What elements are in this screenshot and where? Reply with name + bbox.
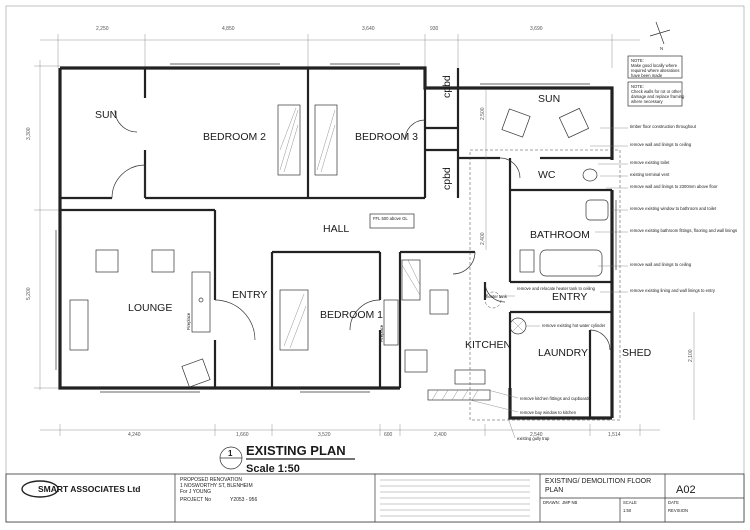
bottom-dimensions: 4,240 1,660 3,520 600 2,400 2,540 1,514	[40, 424, 660, 438]
furniture	[69, 104, 609, 401]
note2-line4: where necessary	[631, 99, 664, 104]
room-bedroom-1: BEDROOM 1	[320, 309, 383, 321]
top-dimensions: 2,250 4,850 3,640 930 3,690	[40, 26, 640, 68]
sheet-title-line-1: EXISTING/ DEMOLITION FLOOR	[545, 478, 651, 485]
room-labels: SUN BEDROOM 2 BEDROOM 3 SUN cpbd cpbd WC…	[95, 75, 652, 359]
annotations: timber floor construction throughout rem…	[469, 124, 737, 441]
room-shed: SHED	[622, 347, 652, 359]
dim-right-1: 2,100	[688, 349, 694, 362]
project-no-label: PROJECT No	[180, 497, 211, 503]
revision-label: REVISION	[668, 508, 688, 513]
project-line-1: PROPOSED RENOVATION	[180, 477, 242, 483]
room-sun-right: SUN	[538, 93, 560, 105]
room-cupboard-2: cpbd	[441, 167, 453, 190]
windows	[55, 63, 617, 393]
dim-right-inner-2: 2,400	[480, 232, 486, 245]
ffl-label: FFL 500 above GL	[373, 216, 408, 221]
dim-bottom-4: 600	[384, 432, 393, 438]
room-cupboard-1: cpbd	[441, 75, 453, 98]
room-hall: HALL	[323, 223, 349, 235]
project-no: Y2053 - 956	[230, 497, 257, 503]
room-laundry: LAUNDRY	[538, 347, 588, 359]
note1-line2: Make good locally where	[631, 63, 678, 68]
dim-bottom-2: 1,660	[236, 432, 249, 438]
annotation-3: remove existing toilet	[630, 160, 670, 165]
sheet-number: A02	[676, 484, 696, 496]
note2-line2: Check walls for rot or other	[631, 89, 682, 94]
room-entry-right: ENTRY	[552, 291, 587, 303]
drawn-label: DRAWN:	[543, 500, 560, 505]
dim-right-inner-1: 2,500	[480, 107, 486, 120]
dim-top-5: 3,690	[530, 26, 543, 32]
company-name: SMART ASSOCIATES Ltd	[38, 484, 140, 494]
annotation-4: existing terminal vent	[630, 172, 670, 177]
annotation-6: remove existing window to bathroom and t…	[630, 206, 717, 211]
dim-bottom-3: 3,520	[318, 432, 331, 438]
room-entry-left: ENTRY	[232, 289, 267, 301]
right-dimensions: 2,500 2,400 2,100	[480, 90, 695, 420]
dim-bottom-6: 2,540	[530, 432, 543, 438]
interior-walls	[60, 68, 612, 418]
annotation-13: remove bay window to kitchen	[520, 410, 577, 415]
annotation-8: remove wall and linings to ceiling	[630, 262, 692, 267]
annotation-9: remove and relocate heater tank to ceili…	[517, 286, 596, 291]
sheet-title-line-2: PLAN	[545, 487, 563, 494]
plan-scale-text: Scale 1:50	[246, 463, 300, 475]
dim-left-2: 5,200	[26, 287, 32, 300]
note2-line3: damage and replace framing	[631, 94, 685, 99]
exterior-walls	[58, 66, 614, 420]
dim-top-2: 4,850	[222, 26, 235, 32]
annotation-11: remove existing lining and wall linings …	[630, 288, 716, 293]
dim-bottom-1: 4,240	[128, 432, 141, 438]
room-bedroom-3: BEDROOM 3	[355, 131, 418, 143]
demolition-outline	[469, 149, 621, 421]
drawn-value: JMP NB	[562, 500, 577, 505]
dim-top-3: 3,640	[362, 26, 375, 32]
dim-bottom-5: 2,400	[434, 432, 447, 438]
plan-title: 1 EXISTING PLAN Scale 1:50	[219, 443, 355, 475]
heater-tank-label: heater tank	[486, 294, 508, 299]
project-line-3: For J YOUNG	[180, 489, 211, 495]
room-sun-left: SUN	[95, 109, 117, 121]
plan-marker: 1	[228, 449, 233, 458]
annotation-10: remove existing hot water cylinder	[542, 323, 606, 328]
annotation-14: existing gully trap	[517, 436, 550, 441]
date-label: DATE	[668, 500, 679, 505]
misc-labels: FFL 500 above GL Fireplace Fireplace hea…	[186, 213, 508, 342]
dim-left-1: 3,300	[26, 127, 32, 140]
company-logo-icon	[21, 480, 59, 498]
room-bedroom-2: BEDROOM 2	[203, 131, 266, 143]
note2-line1: NOTE:	[631, 84, 644, 89]
annotation-1: timber floor construction throughout	[630, 124, 697, 129]
room-bathroom: BATHROOM	[530, 229, 590, 241]
annotation-12: remove kitchen fittings and cupboards	[520, 396, 591, 401]
annotation-7: remove existing bathroom fittings, floor…	[630, 228, 737, 233]
left-dimensions: 3,300 5,200	[26, 60, 60, 390]
north-arrow-icon: N	[649, 21, 671, 51]
note1-line4: have been made	[631, 73, 663, 78]
notes: NOTE: Make good locally where required w…	[627, 55, 685, 107]
door-swings	[111, 109, 611, 351]
note1-line1: NOTE:	[631, 58, 644, 63]
dim-bottom-7: 1,514	[608, 432, 621, 438]
project-line-2: 1 NOSWORTHY ST, BLENHEIM	[180, 483, 253, 489]
title-block: SMART ASSOCIATES Ltd PROPOSED RENOVATION…	[5, 473, 745, 523]
plan-title-text: EXISTING PLAN	[246, 443, 346, 458]
fireplace-left-label: Fireplace	[186, 312, 191, 330]
note1-line3: required where alterations	[631, 68, 679, 73]
annotation-2: remove wall and linings to ceiling	[630, 142, 692, 147]
room-kitchen: KITCHEN	[465, 339, 511, 351]
room-wc: WC	[538, 169, 556, 181]
annotation-5: remove wall and linings to 2300mm above …	[630, 184, 718, 189]
dim-top-1: 2,250	[96, 26, 109, 32]
scale-label: SCALE	[623, 500, 637, 505]
fireplace-right-label: Fireplace	[379, 324, 384, 342]
room-lounge: LOUNGE	[128, 302, 172, 314]
dim-top-4: 930	[430, 26, 439, 32]
scale-value: 1:50	[623, 508, 632, 513]
svg-text:N: N	[660, 46, 663, 51]
